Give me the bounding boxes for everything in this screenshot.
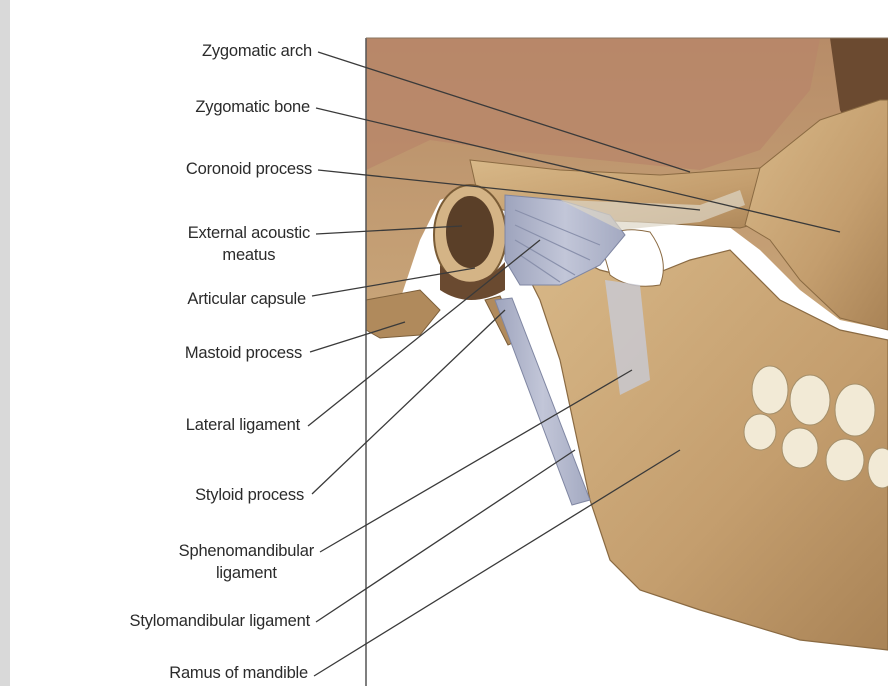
label-sphenomandibular-ligament: Sphenomandibular ligament — [179, 540, 314, 584]
label-zygomatic-arch: Zygomatic arch — [202, 40, 312, 62]
label-styloid-process: Styloid process — [195, 484, 304, 506]
label-mastoid-process: Mastoid process — [185, 342, 302, 364]
label-coronoid-process: Coronoid process — [186, 158, 312, 180]
label-external-acoustic-meatus: External acoustic meatus — [188, 222, 310, 266]
label-ramus-of-mandible: Ramus of mandible — [169, 662, 308, 684]
label-lateral-ligament: Lateral ligament — [186, 414, 300, 436]
label-external-acoustic-meatus-line1: External acoustic — [188, 222, 310, 244]
label-stylomandibular-ligament: Stylomandibular ligament — [130, 610, 310, 632]
label-sphenomandibular-line2: ligament — [179, 562, 314, 584]
label-external-acoustic-meatus-line2: meatus — [188, 244, 310, 266]
label-sphenomandibular-line1: Sphenomandibular — [179, 540, 314, 562]
label-articular-capsule: Articular capsule — [187, 288, 306, 310]
label-zygomatic-bone: Zygomatic bone — [195, 96, 310, 118]
